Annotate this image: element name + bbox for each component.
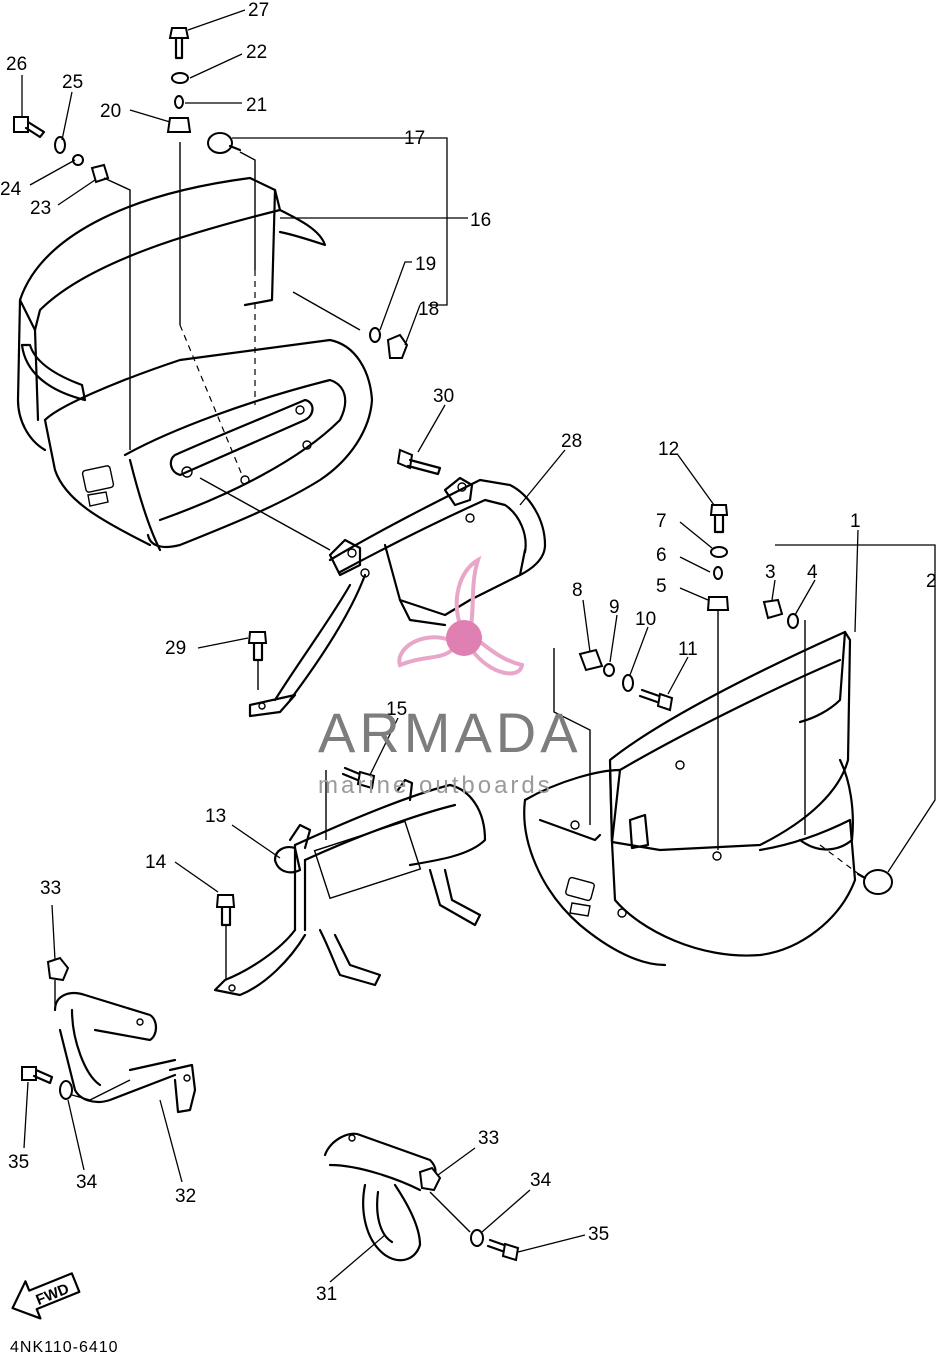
callout-29: 29 [165, 638, 186, 659]
callout-14: 14 [145, 852, 167, 873]
callout-28: 28 [561, 431, 582, 452]
callout-7: 7 [656, 511, 667, 532]
hardware-parts [13, 27, 893, 1262]
callout-34-left: 34 [76, 1172, 98, 1193]
callout-19: 19 [415, 254, 436, 275]
lower-stay-bracket [213, 778, 487, 997]
callout-27: 27 [248, 0, 269, 21]
fwd-label: FWD [33, 1280, 71, 1309]
watermark-tagline: marine outboards [318, 772, 553, 799]
callout-33-left: 33 [40, 878, 61, 899]
callout-3: 3 [765, 562, 776, 583]
drawing-code: 4NK110-6410 [10, 1339, 119, 1356]
callout-17: 17 [404, 128, 425, 149]
callout-1: 1 [850, 511, 861, 532]
callout-9: 9 [609, 597, 620, 618]
callout-33-right: 33 [478, 1128, 499, 1149]
callout-21: 21 [246, 95, 267, 116]
callout-13: 13 [205, 806, 226, 827]
callout-20: 20 [100, 101, 121, 122]
callout-15: 15 [386, 699, 407, 720]
callout-35-right: 35 [588, 1224, 609, 1245]
fwd-arrow-icon: FWD [11, 1272, 81, 1320]
callout-24: 24 [0, 179, 22, 200]
callout-5: 5 [656, 576, 667, 597]
leader-lines [21, 9, 936, 1283]
propeller-blade-right [469, 634, 525, 676]
callout-6: 6 [656, 545, 667, 566]
propeller-logo-icon [397, 555, 525, 676]
propeller-hub [446, 620, 482, 656]
right-saddlebag [523, 630, 857, 967]
callout-23: 23 [30, 198, 51, 219]
callout-32: 32 [175, 1186, 196, 1207]
callout-30: 30 [433, 386, 454, 407]
alignment-lines [54, 142, 861, 1233]
engine-guard-right [323, 1132, 437, 1262]
callout-35-left: 35 [8, 1152, 29, 1173]
callout-26: 26 [6, 54, 27, 75]
callout-16: 16 [470, 210, 491, 231]
watermark: ARMADA marine outboards [318, 555, 582, 799]
left-saddlebag [16, 176, 374, 552]
callout-25: 25 [62, 72, 83, 93]
propeller-blade-left [397, 635, 455, 668]
upper-stay-bracket [248, 476, 547, 718]
watermark-brand: ARMADA [318, 701, 582, 764]
engine-guard-left [53, 992, 197, 1114]
callout-10: 10 [635, 609, 656, 630]
propeller-blade-top [454, 555, 482, 632]
callout-12: 12 [658, 439, 679, 460]
callout-4: 4 [807, 562, 818, 583]
callout-34-right: 34 [530, 1170, 552, 1191]
callout-11: 11 [678, 639, 698, 660]
callout-8: 8 [572, 580, 583, 601]
callout-22: 22 [246, 42, 267, 63]
callout-18: 18 [418, 299, 439, 320]
callout-31: 31 [316, 1284, 337, 1305]
callout-numbers: 1 2 3 4 5 6 7 8 9 10 11 12 13 14 15 16 1… [0, 0, 937, 1305]
callout-2: 2 [926, 571, 937, 592]
